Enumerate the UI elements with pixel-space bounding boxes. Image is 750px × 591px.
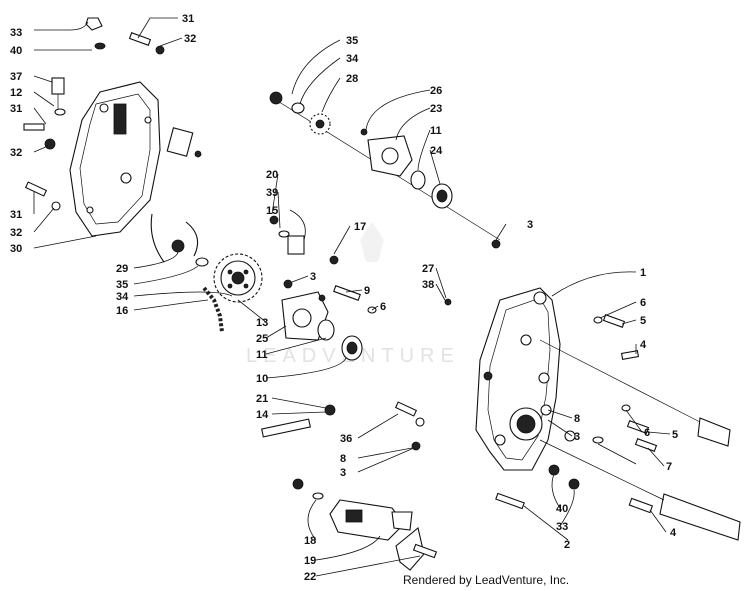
chaincase-cover <box>69 81 161 237</box>
callout-3-left: 3 <box>340 467 346 479</box>
callout-3-top: 3 <box>527 219 533 231</box>
callout-34-top: 34 <box>346 53 359 65</box>
watermark-logo <box>360 222 384 262</box>
callout-9: 9 <box>364 285 370 297</box>
callout-33-top: 33 <box>10 27 22 39</box>
right-hardware <box>495 314 658 514</box>
center-small-parts <box>269 215 501 314</box>
seal-and-bearing-lower <box>317 319 363 361</box>
callout-4-right: 4 <box>640 339 647 351</box>
callout-17: 17 <box>354 221 366 233</box>
callout-19: 19 <box>304 555 316 567</box>
callout-5-lower: 5 <box>672 429 678 441</box>
callout-16: 16 <box>116 305 128 317</box>
cover-hardware <box>23 17 202 211</box>
callout-40-low: 40 <box>556 503 568 515</box>
callout-12: 12 <box>10 87 22 99</box>
callout-13: 13 <box>256 317 268 329</box>
gearcase-housing <box>475 287 561 471</box>
callout-18: 18 <box>304 535 316 547</box>
callout-11-top: 11 <box>430 125 442 137</box>
callout-4-low: 4 <box>670 527 677 539</box>
callout-6-right: 6 <box>640 297 646 309</box>
callout-40-top: 40 <box>10 45 22 57</box>
callout-20: 20 <box>266 169 278 181</box>
callout-39: 39 <box>266 187 278 199</box>
callout-38: 38 <box>422 279 434 291</box>
bearing-housing-plate <box>281 291 329 341</box>
callout-31-mid: 31 <box>10 103 22 115</box>
callout-6-center: 6 <box>380 301 386 313</box>
callout-25: 25 <box>256 333 268 345</box>
callout-31-low: 31 <box>10 209 22 221</box>
callout-8-left: 8 <box>340 453 346 465</box>
callout-11-low: 11 <box>256 349 268 361</box>
callout-32-low: 32 <box>10 227 22 239</box>
callout-22: 22 <box>304 571 316 583</box>
drive-chain <box>202 286 224 333</box>
left-bolts <box>261 401 425 451</box>
callout-28: 28 <box>346 73 358 85</box>
callout-2: 2 <box>564 539 570 551</box>
callout-32-top: 32 <box>184 33 196 45</box>
callout-8-right: 8 <box>574 413 580 425</box>
callout-33-low: 33 <box>556 521 568 533</box>
callout-3-mid: 3 <box>310 271 316 283</box>
callout-35-top: 35 <box>346 35 358 47</box>
callout-labels: 33 40 37 12 31 32 31 32 30 31 32 35 34 2… <box>10 13 678 583</box>
callout-10: 10 <box>256 373 268 385</box>
callout-6-lower: 6 <box>644 427 650 439</box>
callout-31-top: 31 <box>182 13 194 25</box>
callout-29: 29 <box>116 263 128 275</box>
callout-23: 23 <box>430 103 442 115</box>
callout-27: 27 <box>422 263 434 275</box>
callout-32-mid: 32 <box>10 147 22 159</box>
callout-leaders <box>33 17 671 577</box>
callout-15: 15 <box>266 205 278 217</box>
callout-5-right: 5 <box>640 315 646 327</box>
callout-14: 14 <box>256 409 269 421</box>
callout-1: 1 <box>640 267 646 279</box>
nut-washer-stack <box>171 239 209 267</box>
drive-sprocket <box>213 253 263 303</box>
callout-30: 30 <box>10 243 22 255</box>
callout-37: 37 <box>10 71 22 83</box>
input-shaft-upper <box>539 339 731 447</box>
render-credit: Rendered by LeadVenture, Inc. <box>403 573 570 587</box>
chain-tensioner-blade <box>150 213 199 263</box>
callout-3-right: 3 <box>574 431 580 443</box>
upper-shaft-parts <box>269 91 501 241</box>
callout-21: 21 <box>256 393 268 405</box>
callout-26: 26 <box>430 85 442 97</box>
callout-24: 24 <box>430 145 443 157</box>
input-shaft-lower <box>539 439 741 541</box>
callout-34-mid: 34 <box>116 291 129 303</box>
callout-35-mid: 35 <box>116 279 128 291</box>
callout-7: 7 <box>666 461 672 473</box>
callout-36: 36 <box>340 433 352 445</box>
